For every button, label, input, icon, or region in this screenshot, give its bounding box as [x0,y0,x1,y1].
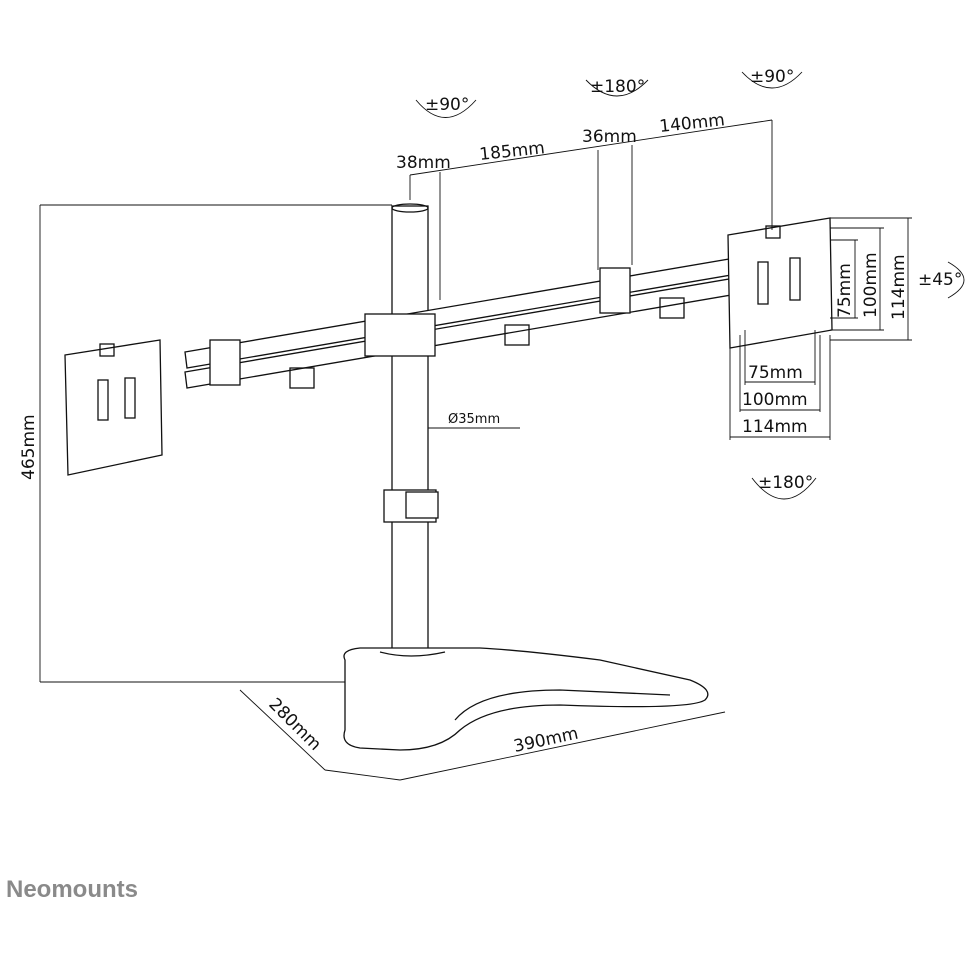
dimension-label: 100mm [742,390,808,410]
rotation-label: ±180° [590,77,645,97]
dimension-label: 75mm [748,363,803,383]
dimension-label: 36mm [582,127,637,147]
dimension-label: 114mm [889,254,909,320]
dimension-label: Ø35mm [448,412,500,427]
dimension-label: 140mm [658,110,725,137]
arm [184,251,773,389]
dimension-label: 100mm [861,252,881,318]
brand-logo: Neomounts [6,876,138,903]
left-vesa-plate [64,339,163,476]
dimension-label: 465mm [19,414,39,480]
rotation-label: ±90° [425,95,469,115]
dimension-label: 280mm [264,694,325,755]
base [343,647,709,751]
rotation-label: ±90° [750,67,794,87]
right-vesa-plate [727,217,833,349]
rotation-label: ±45° [918,270,962,290]
dimension-label: 390mm [512,724,580,757]
dimension-lines [39,119,912,781]
dimension-label: 114mm [742,417,808,437]
rotation-label: ±180° [758,473,813,493]
pole [383,203,439,661]
dimension-label: 38mm [396,153,451,173]
rotation-arcs [415,71,965,500]
dimension-label: 75mm [835,263,855,318]
dimension-label: 185mm [478,138,545,165]
